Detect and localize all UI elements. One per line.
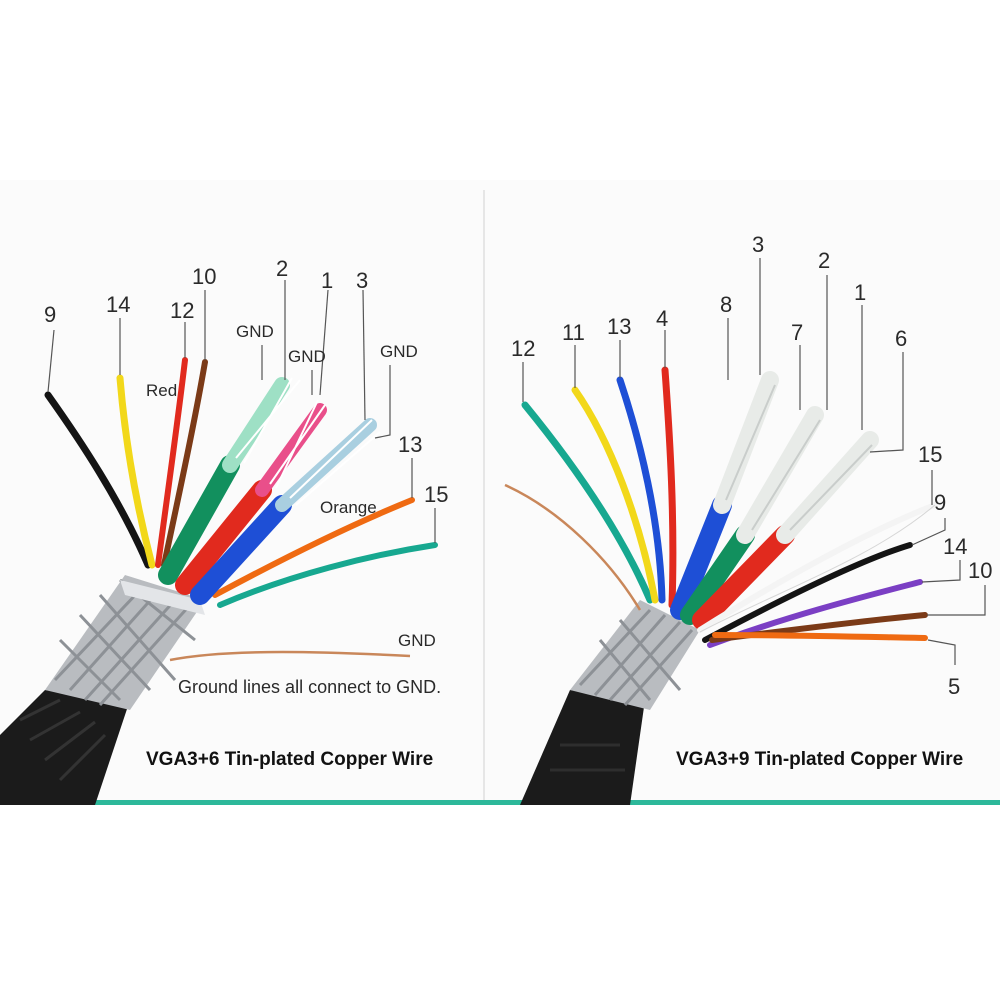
label-orange: Orange	[320, 498, 377, 517]
label-gnd-drain: GND	[398, 631, 436, 650]
label-pin-14-r: 14	[943, 534, 968, 559]
left-caption: VGA3+6 Tin-plated Copper Wire	[146, 749, 434, 770]
label-pin-1-r: 1	[854, 280, 867, 305]
label-pin-2: 2	[276, 256, 289, 281]
left-cable	[0, 280, 438, 805]
label-pin-9: 9	[44, 302, 57, 327]
label-pin-8-r: 8	[720, 292, 733, 317]
teal-rule	[0, 800, 1000, 805]
label-gnd-3: GND	[380, 342, 418, 361]
right-cable	[504, 258, 986, 805]
label-pin-6-r: 6	[895, 326, 908, 351]
label-gnd-1: GND	[236, 322, 274, 341]
label-pin-13: 13	[398, 432, 423, 457]
label-red: Red	[146, 381, 178, 400]
label-pin-12: 12	[170, 298, 195, 323]
label-pin-2-r: 2	[818, 248, 831, 273]
label-pin-12-r: 12	[511, 336, 536, 361]
label-pin-5-r: 5	[948, 674, 961, 699]
right-caption: VGA3+9 Tin-plated Copper Wire	[676, 749, 964, 770]
label-pin-13-r: 13	[607, 314, 632, 339]
label-gnd-2: GND	[288, 347, 326, 366]
label-pin-10-r: 10	[968, 558, 993, 583]
label-pin-7-r: 7	[791, 320, 804, 345]
label-pin-9-r: 9	[934, 490, 947, 515]
label-pin-3: 3	[356, 268, 369, 293]
label-pin-4-r: 4	[656, 306, 669, 331]
label-pin-10: 10	[192, 264, 217, 289]
ground-note: Ground lines all connect to GND.	[178, 677, 442, 697]
label-pin-11-r: 11	[562, 320, 585, 345]
label-pin-1: 1	[321, 268, 334, 293]
label-pin-3-r: 3	[752, 232, 765, 257]
label-pin-15-r: 15	[918, 442, 943, 467]
label-pin-15: 15	[424, 482, 449, 507]
label-pin-14: 14	[106, 292, 131, 317]
